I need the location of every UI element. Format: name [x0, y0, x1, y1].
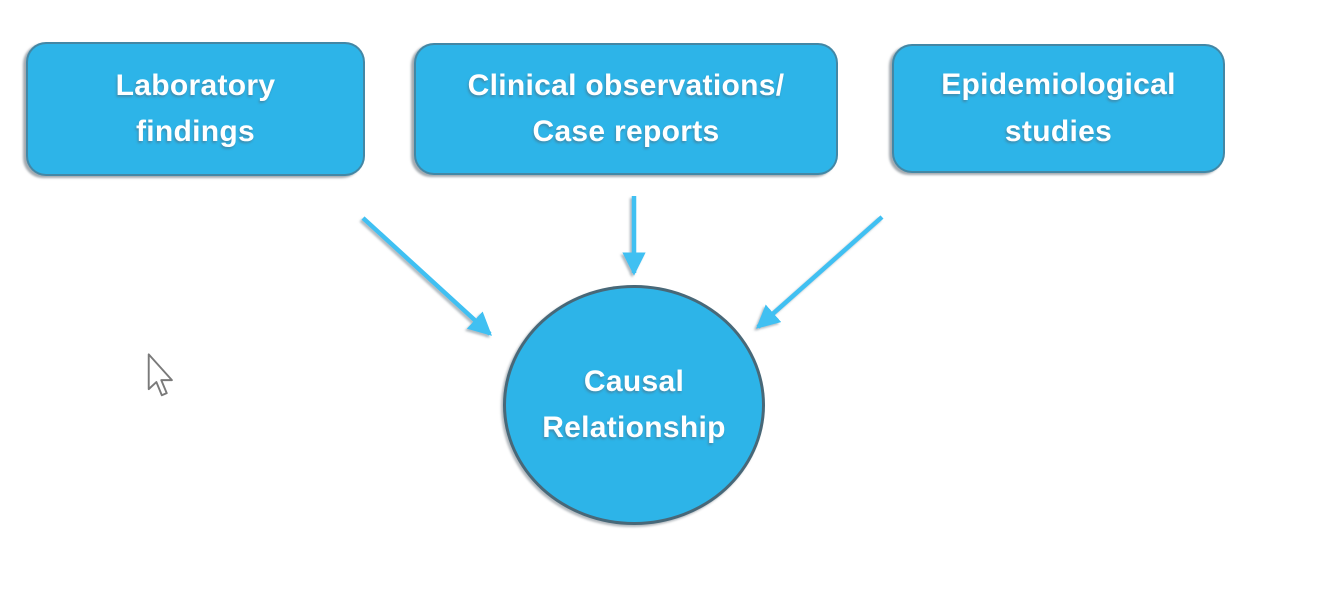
node-label: Clinical observations/ Case reports	[467, 68, 785, 149]
node-label: Laboratory findings	[115, 68, 276, 149]
node-laboratory-findings: Laboratory findings	[26, 42, 365, 176]
mouse-cursor-icon	[147, 353, 173, 397]
arrow-epidemiological-to-causal	[755, 215, 884, 329]
arrow-laboratory-to-causal	[361, 216, 492, 336]
node-epidemiological-studies: Epidemiological studies	[892, 44, 1225, 173]
node-label: Epidemiological studies	[941, 68, 1176, 148]
node-clinical-observations: Clinical observations/ Case reports	[414, 43, 838, 175]
node-label: Causal Relationship	[542, 364, 726, 445]
node-causal-relationship: Causal Relationship	[503, 285, 765, 525]
